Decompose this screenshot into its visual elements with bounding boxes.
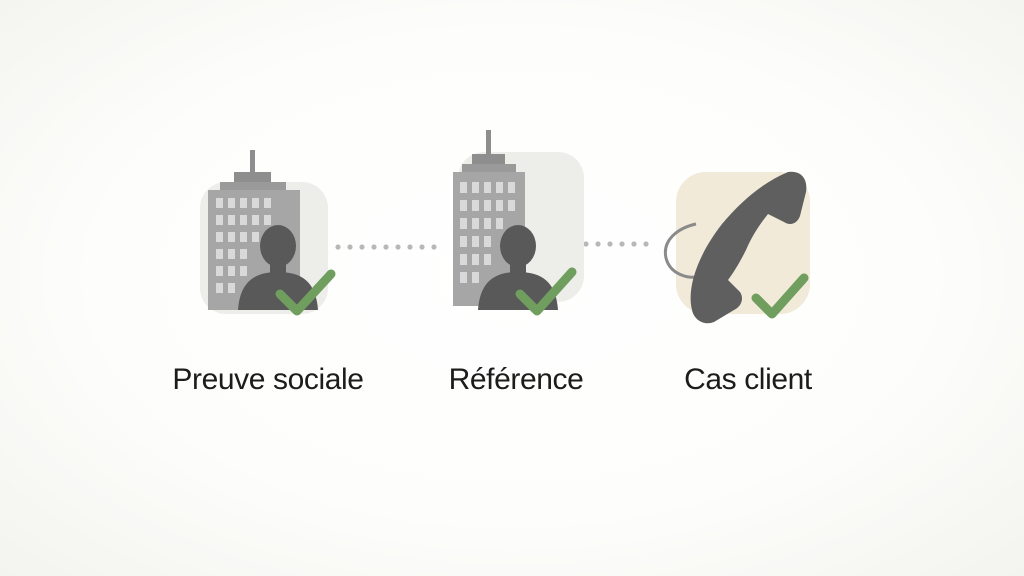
phone-check-icon (663, 171, 810, 324)
building-person-check-icon (200, 150, 336, 316)
step-label: Preuve sociale (172, 363, 364, 396)
dotted-connector-1 (335, 244, 437, 250)
step-label: Référence (448, 363, 584, 396)
building-person-check-icon (453, 130, 584, 316)
step-label: Cas client (684, 363, 812, 396)
